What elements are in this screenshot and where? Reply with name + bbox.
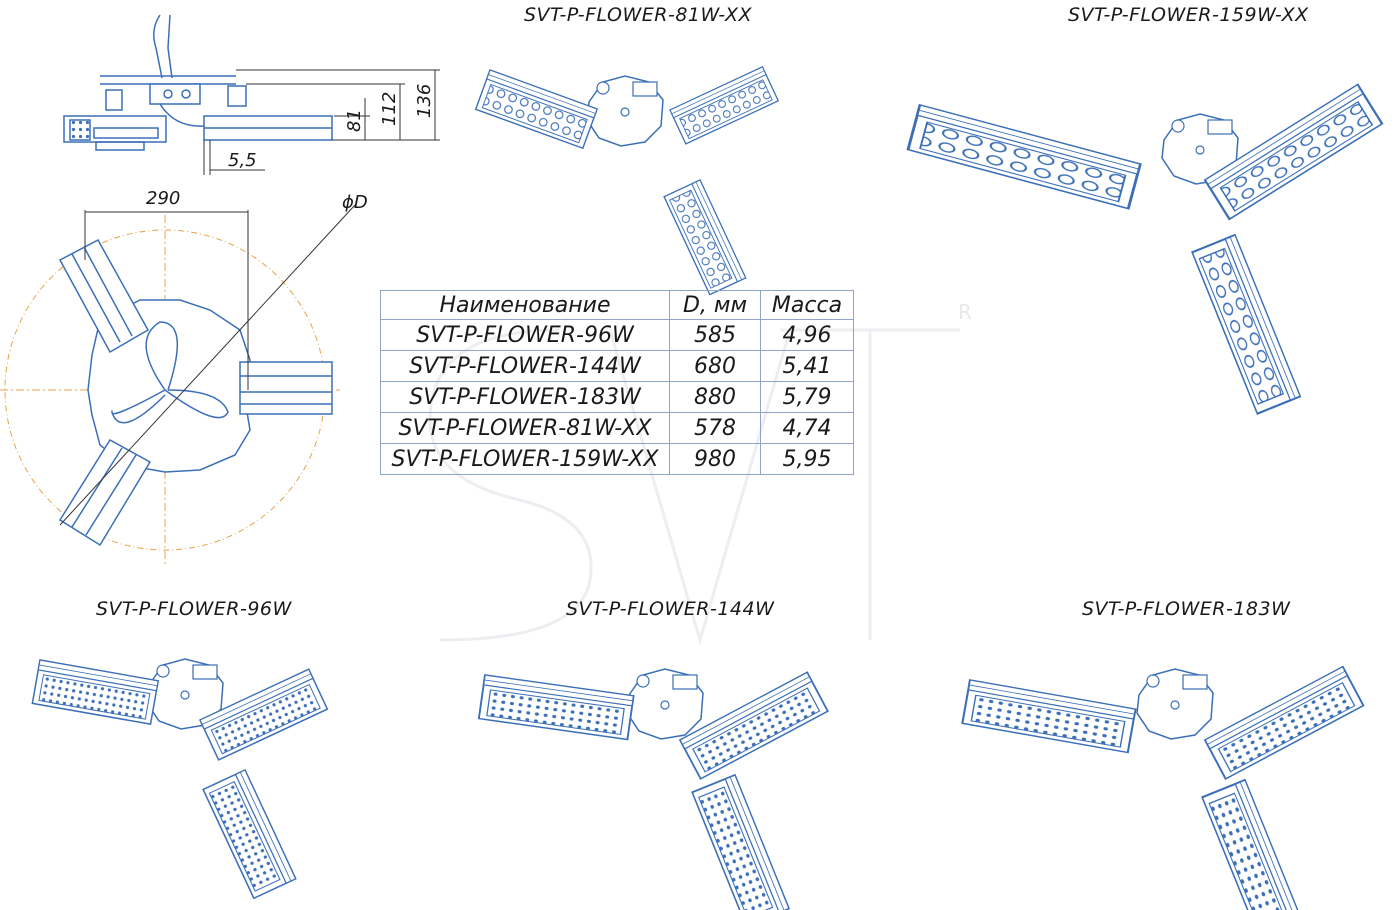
watermark-registered-mark: R: [958, 300, 972, 324]
dim-5-5: 5,5: [228, 150, 257, 171]
cell-diameter: 585: [669, 319, 761, 351]
drawing-183w: [961, 665, 1365, 910]
dim-81: 81: [344, 109, 365, 132]
cell-diameter: 680: [669, 350, 761, 382]
drawing-159w-xx: [906, 83, 1384, 415]
drawing-96w: [31, 658, 329, 900]
table-row: SVT-P-FLOWER-96W 585 4,96: [380, 319, 854, 351]
table-row: SVT-P-FLOWER-159W-XX 980 5,95: [380, 443, 854, 475]
cell-mass: 4,74: [760, 412, 854, 444]
dim-112: 112: [379, 92, 400, 126]
cell-diameter: 980: [669, 443, 761, 475]
header-mass: Масса: [760, 290, 854, 320]
side-view-dimensions: [203, 69, 440, 175]
title-96w: SVT-P-FLOWER-96W: [96, 598, 292, 620]
drawing-81w-xx: [474, 66, 779, 296]
header-name: Наименование: [380, 290, 670, 320]
side-view: [63, 14, 333, 151]
table-row: SVT-P-FLOWER-183W 880 5,79: [380, 381, 854, 413]
cell-mass: 5,95: [760, 443, 854, 475]
cell-name: SVT-P-FLOWER-183W: [380, 381, 670, 413]
title-183w: SVT-P-FLOWER-183W: [1082, 598, 1291, 620]
title-159w-xx: SVT-P-FLOWER-159W-XX: [1068, 4, 1309, 26]
title-144w: SVT-P-FLOWER-144W: [566, 598, 775, 620]
dim-136: 136: [414, 84, 435, 118]
cell-name: SVT-P-FLOWER-144W: [380, 350, 670, 382]
cell-diameter: 578: [669, 412, 761, 444]
cell-mass: 5,79: [760, 381, 854, 413]
cell-mass: 5,41: [760, 350, 854, 382]
cell-diameter: 880: [669, 381, 761, 413]
table-header-row: Наименование D, мм Масса: [380, 290, 854, 320]
cell-mass: 4,96: [760, 319, 854, 351]
cell-name: SVT-P-FLOWER-96W: [380, 319, 670, 351]
dim-290: 290: [146, 188, 180, 209]
header-diameter: D, мм: [669, 290, 761, 320]
table-row: SVT-P-FLOWER-81W-XX 578 4,74: [380, 412, 854, 444]
drawing-144w: [477, 668, 829, 910]
dim-diameter: ϕD: [342, 192, 368, 213]
cell-name: SVT-P-FLOWER-81W-XX: [380, 412, 670, 444]
title-81w-xx: SVT-P-FLOWER-81W-XX: [524, 4, 753, 26]
top-view: [0, 204, 356, 565]
table-row: SVT-P-FLOWER-144W 680 5,41: [380, 350, 854, 382]
spec-table: Наименование D, мм Масса SVT-P-FLOWER-96…: [380, 290, 854, 475]
cell-name: SVT-P-FLOWER-159W-XX: [380, 443, 670, 475]
